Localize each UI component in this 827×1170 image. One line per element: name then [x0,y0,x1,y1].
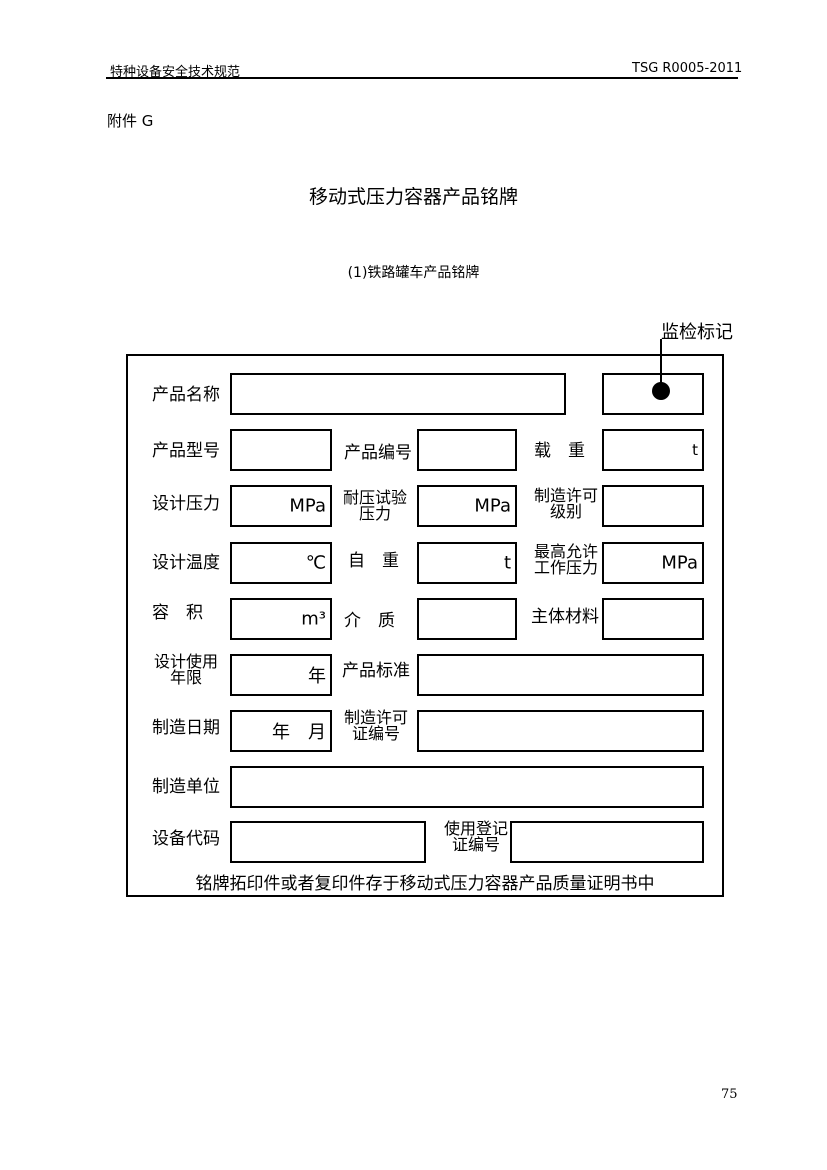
label-equipment-code: 设备代码 [152,829,220,849]
label-mfg-license-no: 制造许可 证编号 [338,710,414,742]
label-product-standard: 产品标准 [342,661,410,681]
label-product-number: 产品编号 [344,443,412,463]
label-registration-no-l1: 使用登记 [443,819,508,838]
label-test-pressure: 耐压试验 压力 [342,490,408,522]
field-manufacturer[interactable] [230,766,704,808]
field-product-standard[interactable] [417,654,704,696]
label-mfg-license-grade-l1: 制造许可 [533,486,598,505]
label-max-pressure-l1: 最高允许 [533,542,598,561]
header-rule [106,77,738,79]
label-registration-no-l2: 证编号 [451,835,500,854]
label-load-weight: 载 重 [534,441,585,461]
inspection-mark-leader [660,339,662,389]
unit-design-temp: ℃ [305,552,326,574]
label-design-pressure: 设计压力 [152,494,220,514]
field-product-number[interactable] [417,429,517,471]
header-right: TSG R0005-2011 [632,61,743,76]
field-medium[interactable] [417,598,517,640]
label-mfg-date: 制造日期 [152,718,220,738]
unit-design-pressure: MPa [289,495,326,517]
inspection-mark-label: 监检标记 [661,322,733,343]
label-max-pressure-l2: 工作压力 [533,558,598,577]
unit-mfg-date: 年 月 [272,722,326,743]
label-test-pressure-l2: 压力 [358,504,391,523]
label-service-life-l2: 年限 [169,668,202,687]
field-max-pressure[interactable]: MPa [602,542,704,584]
field-design-temp[interactable]: ℃ [230,542,332,584]
label-design-temp: 设计温度 [152,553,220,573]
label-service-life: 设计使用 年限 [146,654,226,686]
label-max-pressure: 最高允许 工作压力 [530,544,602,576]
unit-volume: m³ [301,608,326,630]
page-title: 移动式压力容器产品铭牌 [308,186,518,208]
label-self-weight: 自 重 [348,551,399,571]
label-mfg-license-no-l2: 证编号 [351,724,400,743]
label-mfg-license-grade-l2: 级别 [549,502,582,521]
header-left: 特种设备安全技术规范 [110,65,241,80]
field-load-weight[interactable]: t [602,429,704,471]
field-registration-no[interactable] [510,821,704,863]
label-medium: 介 质 [344,611,395,631]
unit-service-life: 年 [308,666,326,687]
unit-load-weight: t [692,441,698,459]
label-service-life-l1: 设计使用 [153,652,218,671]
page-subtitle: (1)铁路罐车产品铭牌 [347,265,480,281]
label-mfg-license-grade: 制造许可 级别 [530,488,602,520]
label-main-material: 主体材料 [531,607,599,627]
label-volume: 容 积 [152,603,203,623]
field-equipment-code[interactable] [230,821,426,863]
field-design-pressure[interactable]: MPa [230,485,332,527]
label-mfg-license-no-l1: 制造许可 [343,708,408,727]
field-service-life[interactable]: 年 [230,654,332,696]
page-number: 75 [721,1087,738,1102]
plate-note: 铭牌拓印件或者复印件存于移动式压力容器产品质量证明书中 [195,874,655,894]
unit-test-pressure: MPa [474,495,511,517]
annex-label: 附件 G [107,112,154,130]
label-test-pressure-l1: 耐压试验 [342,488,407,507]
label-product-name: 产品名称 [152,385,220,405]
unit-max-pressure: MPa [661,552,698,574]
field-mfg-license-grade[interactable] [602,485,704,527]
field-main-material[interactable] [602,598,704,640]
field-product-model[interactable] [230,429,332,471]
field-self-weight[interactable]: t [417,542,517,584]
field-volume[interactable]: m³ [230,598,332,640]
field-test-pressure[interactable]: MPa [417,485,517,527]
label-registration-no: 使用登记 证编号 [436,821,516,853]
label-manufacturer: 制造单位 [152,777,220,797]
nameplate: 产品名称 产品型号 产品编号 载 重 t 设计压力 MPa 耐压试验 压力 MP… [126,354,724,897]
field-inspection-mark [602,373,704,415]
inspection-mark-dot [652,382,670,400]
field-product-name[interactable] [230,373,566,415]
field-mfg-date[interactable]: 年 月 [230,710,332,752]
unit-self-weight: t [503,552,511,574]
label-product-model: 产品型号 [152,441,220,461]
field-mfg-license-no[interactable] [417,710,704,752]
